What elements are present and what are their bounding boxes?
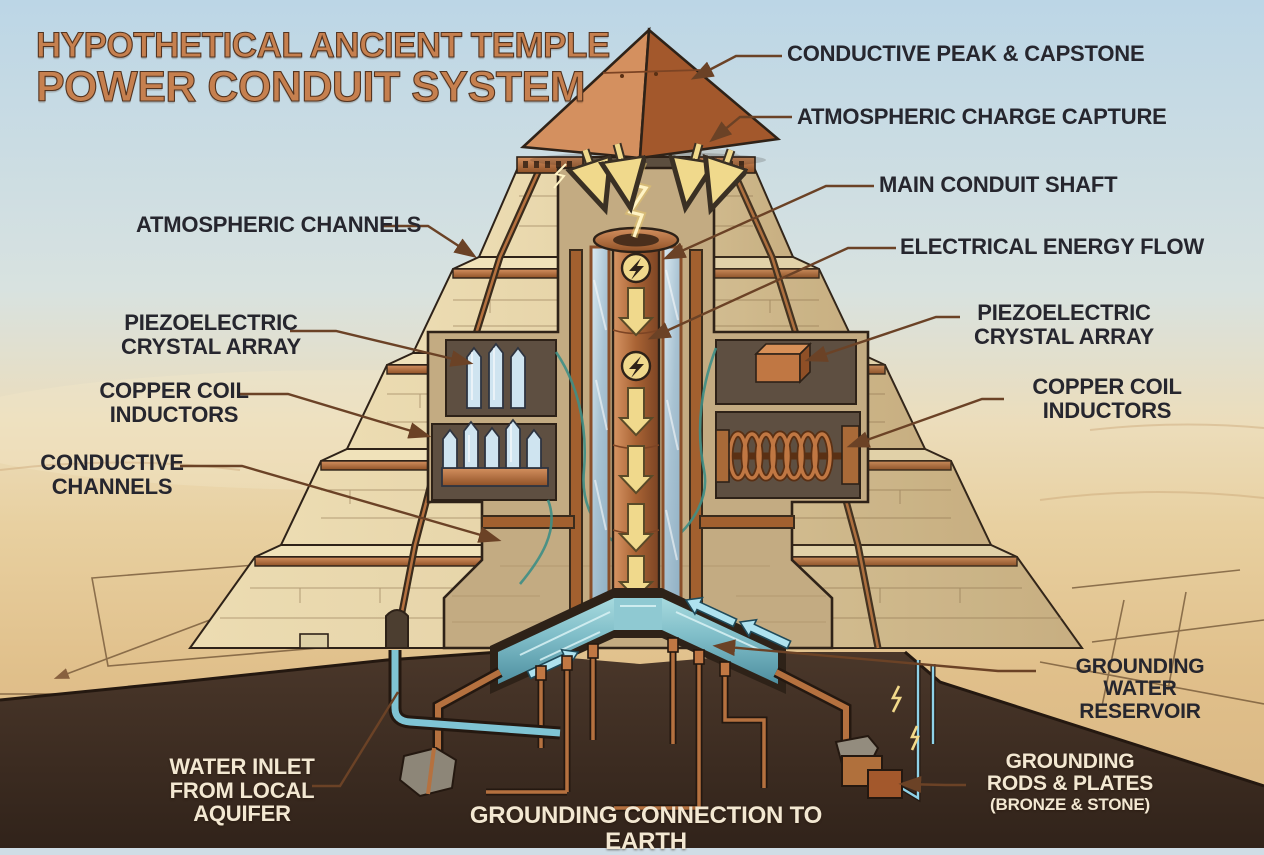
water-flow-arrow-icon (738, 618, 792, 650)
leader-lines (180, 54, 1036, 793)
leader-atmospheric-channels (382, 224, 478, 258)
label-text: INDUCTORS (109, 401, 239, 427)
label-text: GROUNDING CONNECTION TO EARTH (469, 802, 823, 855)
label-text: ELECTRICAL ENERGY FLOW (900, 234, 1205, 259)
label-subtext: (BRONZE & STONE) (990, 794, 1150, 814)
leader-piezo-right (804, 315, 960, 362)
grounding-plates (398, 734, 903, 799)
energy-flow-arrow-icon (617, 503, 655, 553)
water-flow-arrow-icon (684, 596, 738, 628)
label-text: CRYSTAL ARRAY (121, 333, 301, 359)
label-text: RODS & PLATES (986, 772, 1154, 796)
base-doorway (385, 609, 409, 649)
label-text: MAIN CONDUIT SHAFT (879, 172, 1118, 197)
energy-flow-arrow-icon (617, 287, 655, 337)
leader-atmospheric-charge (709, 115, 792, 143)
label-text: CONDUCTIVE PEAK & CAPSTONE (787, 41, 1145, 66)
leader-copper-left (240, 392, 432, 439)
fallen-block (299, 633, 329, 649)
capstone-icon (638, 27, 782, 160)
label-grounding-rods: GROUNDING RODS & PLATES (BRONZE & STONE) (970, 750, 1170, 814)
energy-flow-arrow-icon (617, 445, 655, 495)
label-atmospheric-charge: ATMOSPHERIC CHARGE CAPTURE (797, 105, 1167, 129)
lightning-badges (620, 252, 652, 382)
label-piezo-left: PIEZOELECTRIC CRYSTAL ARRAY (111, 311, 311, 358)
label-grounding-reservoir: GROUNDING WATER RESERVOIR (1040, 655, 1240, 723)
leader-grounding-reservoir (712, 639, 1036, 673)
label-text: ATMOSPHERIC CHARGE CAPTURE (797, 104, 1167, 129)
water-surface-lines (519, 605, 761, 661)
shaft-opening (613, 233, 659, 247)
label-main-conduit: MAIN CONDUIT SHAFT (879, 172, 1118, 197)
label-water-inlet: WATER INLET FROM LOCAL AQUIFER (142, 755, 342, 826)
water-flow-arrows (526, 596, 792, 680)
charge-capture-arrows (585, 142, 731, 200)
earth-cross-section (0, 652, 1264, 848)
label-text: PIEZOELECTRIC (977, 300, 1151, 325)
diagram-title: HYPOTHETICAL ANCIENT TEMPLE POWER CONDUI… (35, 25, 610, 112)
label-conductive-channels: CONDUCTIVE CHANNELS (12, 451, 212, 498)
outer-ground-pipes (432, 667, 852, 752)
leader-copper-right (846, 397, 1004, 448)
charge-capture-arrow-icon (687, 143, 699, 198)
leader-piezo-left (290, 329, 474, 367)
crystal-icon (442, 418, 542, 469)
label-text: GROUNDING (1075, 655, 1205, 678)
label-copper-right: COPPER COIL INDUCTORS (1007, 375, 1207, 422)
piezoelectric-crystal-array-left (441, 342, 549, 487)
crystal-icon (466, 342, 526, 409)
label-text: INDUCTORS (1042, 397, 1172, 423)
label-grounding-caption: GROUNDING CONNECTION TO EARTH (446, 803, 846, 854)
bronze-plate (867, 769, 903, 799)
earth-edge-left (0, 650, 501, 702)
label-text: WATER RESERVOIR (1079, 677, 1201, 723)
leader-grounding-rods (898, 776, 966, 793)
glass-streaks (593, 269, 679, 561)
leader-conductive-channels (180, 464, 502, 543)
energy-flow-arrow-icon (617, 387, 655, 437)
title-line-1: HYPOTHETICAL ANCIENT TEMPLE (35, 25, 610, 65)
label-text: FROM LOCAL (169, 777, 315, 803)
label-text: CHANNELS (51, 473, 173, 499)
copper-block (754, 342, 812, 384)
energy-flow-arrows (617, 287, 655, 600)
leader-conductive-peak (690, 54, 782, 80)
label-text: PIEZOELECTRIC (124, 310, 298, 335)
leader-electrical-energy (647, 246, 896, 340)
rod-pads (535, 637, 731, 681)
label-text: CONDUCTIVE (40, 450, 184, 475)
title-line-2: POWER CONDUIT SYSTEM (35, 63, 586, 112)
label-text: GROUNDING (1005, 750, 1135, 773)
label-piezo-right: PIEZOELECTRIC CRYSTAL ARRAY (964, 301, 1164, 348)
label-text: COPPER COIL (1032, 374, 1182, 399)
water-inlet-channel (388, 650, 561, 740)
copper-coil-icon (715, 425, 860, 485)
label-atmospheric-channels: ATMOSPHERIC CHANNELS (136, 213, 421, 237)
label-text: WATER INLET (169, 754, 315, 779)
charge-capture-arrow-icon (714, 149, 731, 200)
grounding-stone (398, 746, 458, 798)
label-text: COPPER COIL (99, 378, 249, 403)
leader-water-inlet (312, 691, 400, 788)
leader-main-conduit (662, 184, 874, 260)
label-text: AQUIFER (193, 801, 291, 827)
grounding-rods-and-pipes (432, 637, 852, 812)
charge-capture-arrow-icon (617, 143, 629, 198)
label-text: ATMOSPHERIC CHANNELS (136, 212, 422, 237)
label-text: CRYSTAL ARRAY (974, 323, 1154, 349)
conductive-channel-strips (481, 249, 795, 643)
ground-spark-icons (890, 685, 921, 751)
label-copper-left: COPPER COIL INDUCTORS (74, 379, 274, 426)
label-conductive-peak: CONDUCTIVE PEAK & CAPSTONE (787, 41, 1145, 66)
label-electrical-energy: ELECTRICAL ENERGY FLOW (900, 235, 1204, 259)
